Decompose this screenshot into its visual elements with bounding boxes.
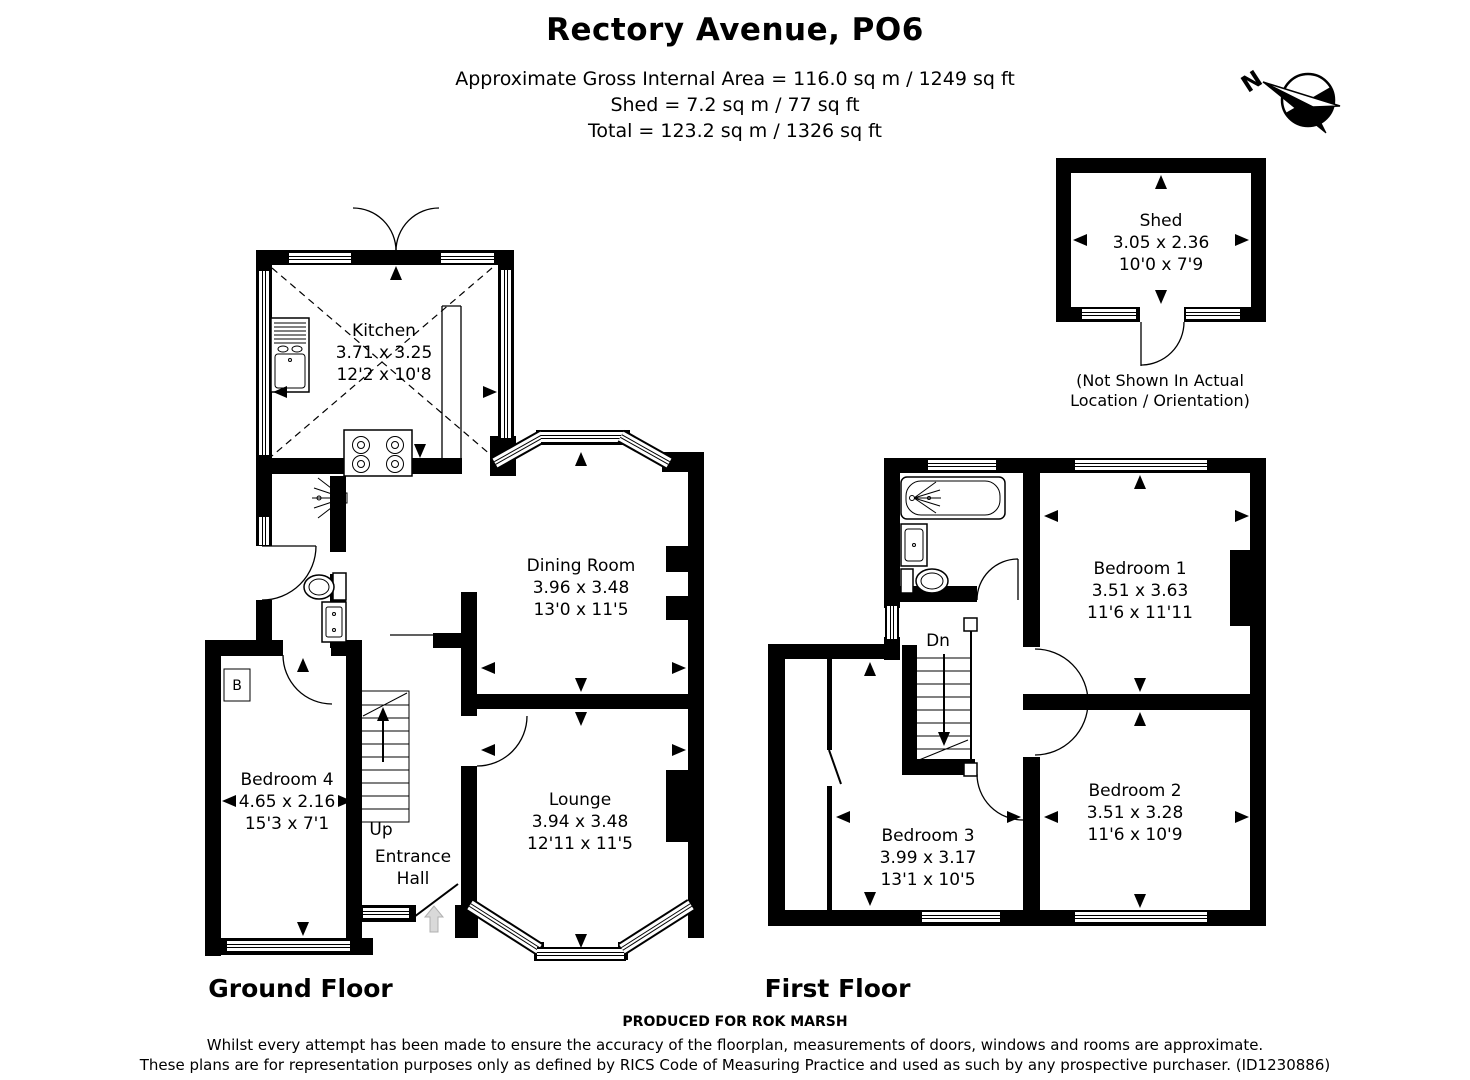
first-floor-plan: Bedroom 1 3.51 x 3.63 11'6 x 11'11 Bedro… [768,458,1266,926]
stairs-down-label: Dn [926,631,950,651]
ground-floor-measure-arrows [222,266,686,948]
entrance-arrow-icon [423,905,445,933]
bedroom3-label: Bedroom 3 [881,826,974,846]
bathroom-basin-icon [900,523,928,567]
bathroom-door [976,558,1019,601]
shed-plan: Shed 3.05 x 2.36 10'0 x 7'9 (Not Shown I… [1056,158,1266,410]
bedroom1-label: Bedroom 1 [1093,559,1186,579]
kitchen-sink-icon [270,317,310,393]
dining-chimney-breast-upper [666,546,688,572]
bedroom4-metric: 4.65 x 2.16 [239,792,336,812]
total-area: Total = 123.2 sq m / 1326 sq ft [588,120,882,142]
lounge-imperial: 12'11 x 11'5 [527,834,633,854]
bathtub-icon [900,476,1006,520]
kitchen-ceiling-lines [271,267,493,457]
shed-note-2: Location / Orientation) [1070,391,1250,410]
bedroom2-imperial: 11'6 x 10'9 [1087,825,1182,845]
wc-basin-icon [321,601,347,643]
hob-icon [343,429,413,477]
lounge-label: Lounge [549,790,611,810]
bedroom2-metric: 3.51 x 3.28 [1087,803,1184,823]
dining-room-label: Dining Room [527,556,636,576]
bedroom4-label: Bedroom 4 [240,770,333,790]
stairs-up [360,690,410,823]
bedroom1-door [1034,648,1089,703]
ground-floor-title: Ground Floor [208,974,393,1003]
produced-for: PRODUCED FOR ROK MARSH [622,1014,848,1030]
page-title: Rectory Avenue, PO6 [546,12,924,48]
boiler-label: B [232,678,242,694]
disclaimer-line-2: These plans are for representation purpo… [139,1056,1331,1074]
shed-imperial: 10'0 x 7'9 [1119,255,1203,275]
entrance-hall-label-2: Hall [397,869,430,889]
bathroom-toilet-icon [900,568,949,594]
north-label: N [1237,66,1267,98]
lounge-door [476,715,528,767]
shed-door [1140,321,1185,366]
bedroom2-door [1034,701,1089,756]
lounge-bay-window [466,899,695,961]
wc-toilet-icon [303,572,347,601]
bedroom1-imperial: 11'6 x 11'11 [1087,603,1193,623]
lounge-metric: 3.94 x 3.48 [532,812,629,832]
kitchen-french-doors [352,207,440,252]
compass-icon: N [1237,66,1341,134]
bedroom2-label: Bedroom 2 [1088,781,1181,801]
wc-door [261,545,317,601]
shed-area: Shed = 7.2 sq m / 77 sq ft [610,94,860,116]
dining-room-metric: 3.96 x 3.48 [533,578,630,598]
shed-note-1: (Not Shown In Actual [1076,371,1244,390]
gross-internal-area: Approximate Gross Internal Area = 116.0 … [455,68,1015,90]
first-floor-measure-arrows [836,475,1249,908]
dining-bay-window [491,429,673,470]
front-door [409,883,459,933]
kitchen-label: Kitchen [352,321,416,341]
bedroom3-door [976,773,1024,821]
entrance-hall-label-1: Entrance [375,847,451,867]
first-floor-title: First Floor [764,974,911,1003]
bedroom1-metric: 3.51 x 3.63 [1092,581,1189,601]
bedroom1-chimney-breast [1230,550,1250,626]
bedroom4-imperial: 15'3 x 7'1 [245,814,329,834]
boiler: B [223,668,251,702]
stairs-down [917,617,978,777]
shower-icon [312,477,348,519]
shed-measure-arrows [1073,175,1249,304]
shed-label: Shed [1140,211,1183,231]
bedroom4-door [282,654,333,705]
lounge-chimney-breast [666,770,688,842]
kitchen-metric: 3.71 x 3.25 [336,343,433,363]
stairs-up-label: Up [369,820,392,840]
bedroom3-metric: 3.99 x 3.17 [880,848,977,868]
dining-chimney-breast-lower [666,596,688,620]
kitchen-imperial: 12'2 x 10'8 [336,365,431,385]
bedroom3-imperial: 13'1 x 10'5 [880,870,975,890]
ground-floor-plan: B Kitchen [205,207,704,961]
disclaimer-line-1: Whilst every attempt has been made to en… [206,1036,1264,1054]
dining-room-imperial: 13'0 x 11'5 [533,600,628,620]
bedroom3-cupboard [827,658,842,910]
shed-metric: 3.05 x 2.36 [1113,233,1210,253]
